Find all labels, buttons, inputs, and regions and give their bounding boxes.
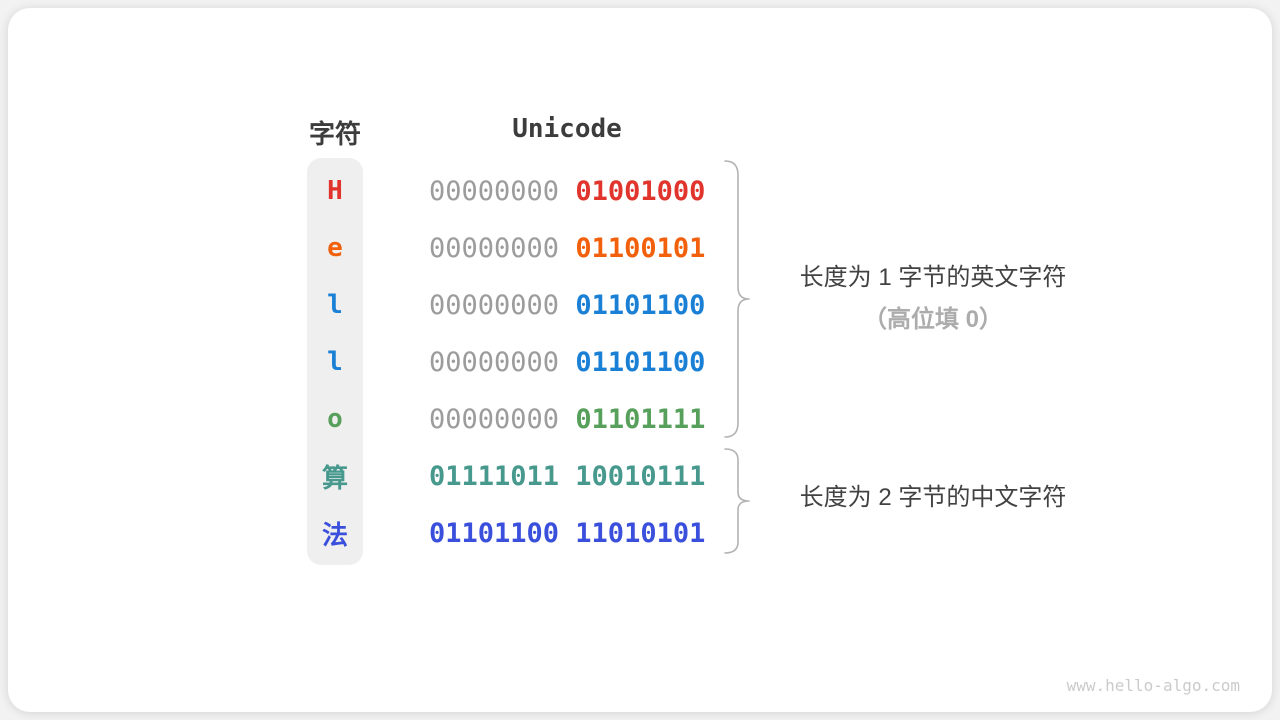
table-row: l 00000000 01101100 — [0, 284, 1280, 326]
binary-value: 01111011 10010111 — [429, 455, 705, 497]
binary-value: 00000000 01101100 — [429, 284, 705, 326]
annotation-line: 长度为 1 字节的英文字符 — [799, 264, 1067, 291]
brace-english-group — [724, 160, 750, 438]
encoded-byte: 01100101 — [575, 232, 706, 264]
char-cell: H — [327, 176, 343, 206]
annotation-chinese-chars: 长度为 2 字节的中文字符 — [758, 477, 1108, 519]
char-cell: 算 — [321, 463, 348, 494]
high-byte-zeros: 00000000 — [429, 232, 576, 264]
encoded-byte: 01111011 10010111 — [429, 460, 706, 492]
brace-chinese-group — [724, 448, 750, 554]
table-row: H 00000000 01001000 — [0, 170, 1280, 212]
char-cell: 法 — [321, 520, 348, 551]
binary-value: 00000000 01100101 — [429, 227, 705, 269]
char-cell: e — [327, 233, 343, 263]
encoded-byte: 01101100 — [575, 289, 706, 321]
char-cell: l — [327, 290, 343, 320]
diagram-card — [8, 8, 1272, 712]
column-header-unicode: Unicode — [512, 114, 622, 144]
high-byte-zeros: 00000000 — [429, 346, 576, 378]
encoded-byte: 01101100 — [575, 346, 706, 378]
encoded-byte: 01001000 — [575, 175, 706, 207]
character-column-background — [307, 158, 363, 565]
high-byte-zeros: 00000000 — [429, 289, 576, 321]
binary-value: 01101100 11010101 — [429, 512, 705, 554]
encoded-byte: 01101100 11010101 — [429, 517, 706, 549]
table-row: 法 01101100 11010101 — [0, 512, 1280, 554]
high-byte-zeros: 00000000 — [429, 403, 576, 435]
binary-value: 00000000 01001000 — [429, 170, 705, 212]
annotation-english-chars: 长度为 1 字节的英文字符 （高位填 0） — [758, 257, 1108, 341]
annotation-line-muted: （高位填 0） — [862, 306, 1003, 333]
high-byte-zeros: 00000000 — [429, 175, 576, 207]
column-header-character: 字符 — [308, 119, 361, 149]
char-cell: o — [327, 404, 343, 434]
table-row: 算 01111011 10010111 — [0, 455, 1280, 497]
char-cell: l — [327, 347, 343, 377]
table-row: e 00000000 01100101 — [0, 227, 1280, 269]
encoded-byte: 01101111 — [575, 403, 706, 435]
table-row: o 00000000 01101111 — [0, 398, 1280, 440]
binary-value: 00000000 01101100 — [429, 341, 705, 383]
binary-value: 00000000 01101111 — [429, 398, 705, 440]
annotation-line: 长度为 2 字节的中文字符 — [799, 484, 1067, 511]
table-row: l 00000000 01101100 — [0, 341, 1280, 383]
watermark: www.hello-algo.com — [1066, 676, 1240, 695]
